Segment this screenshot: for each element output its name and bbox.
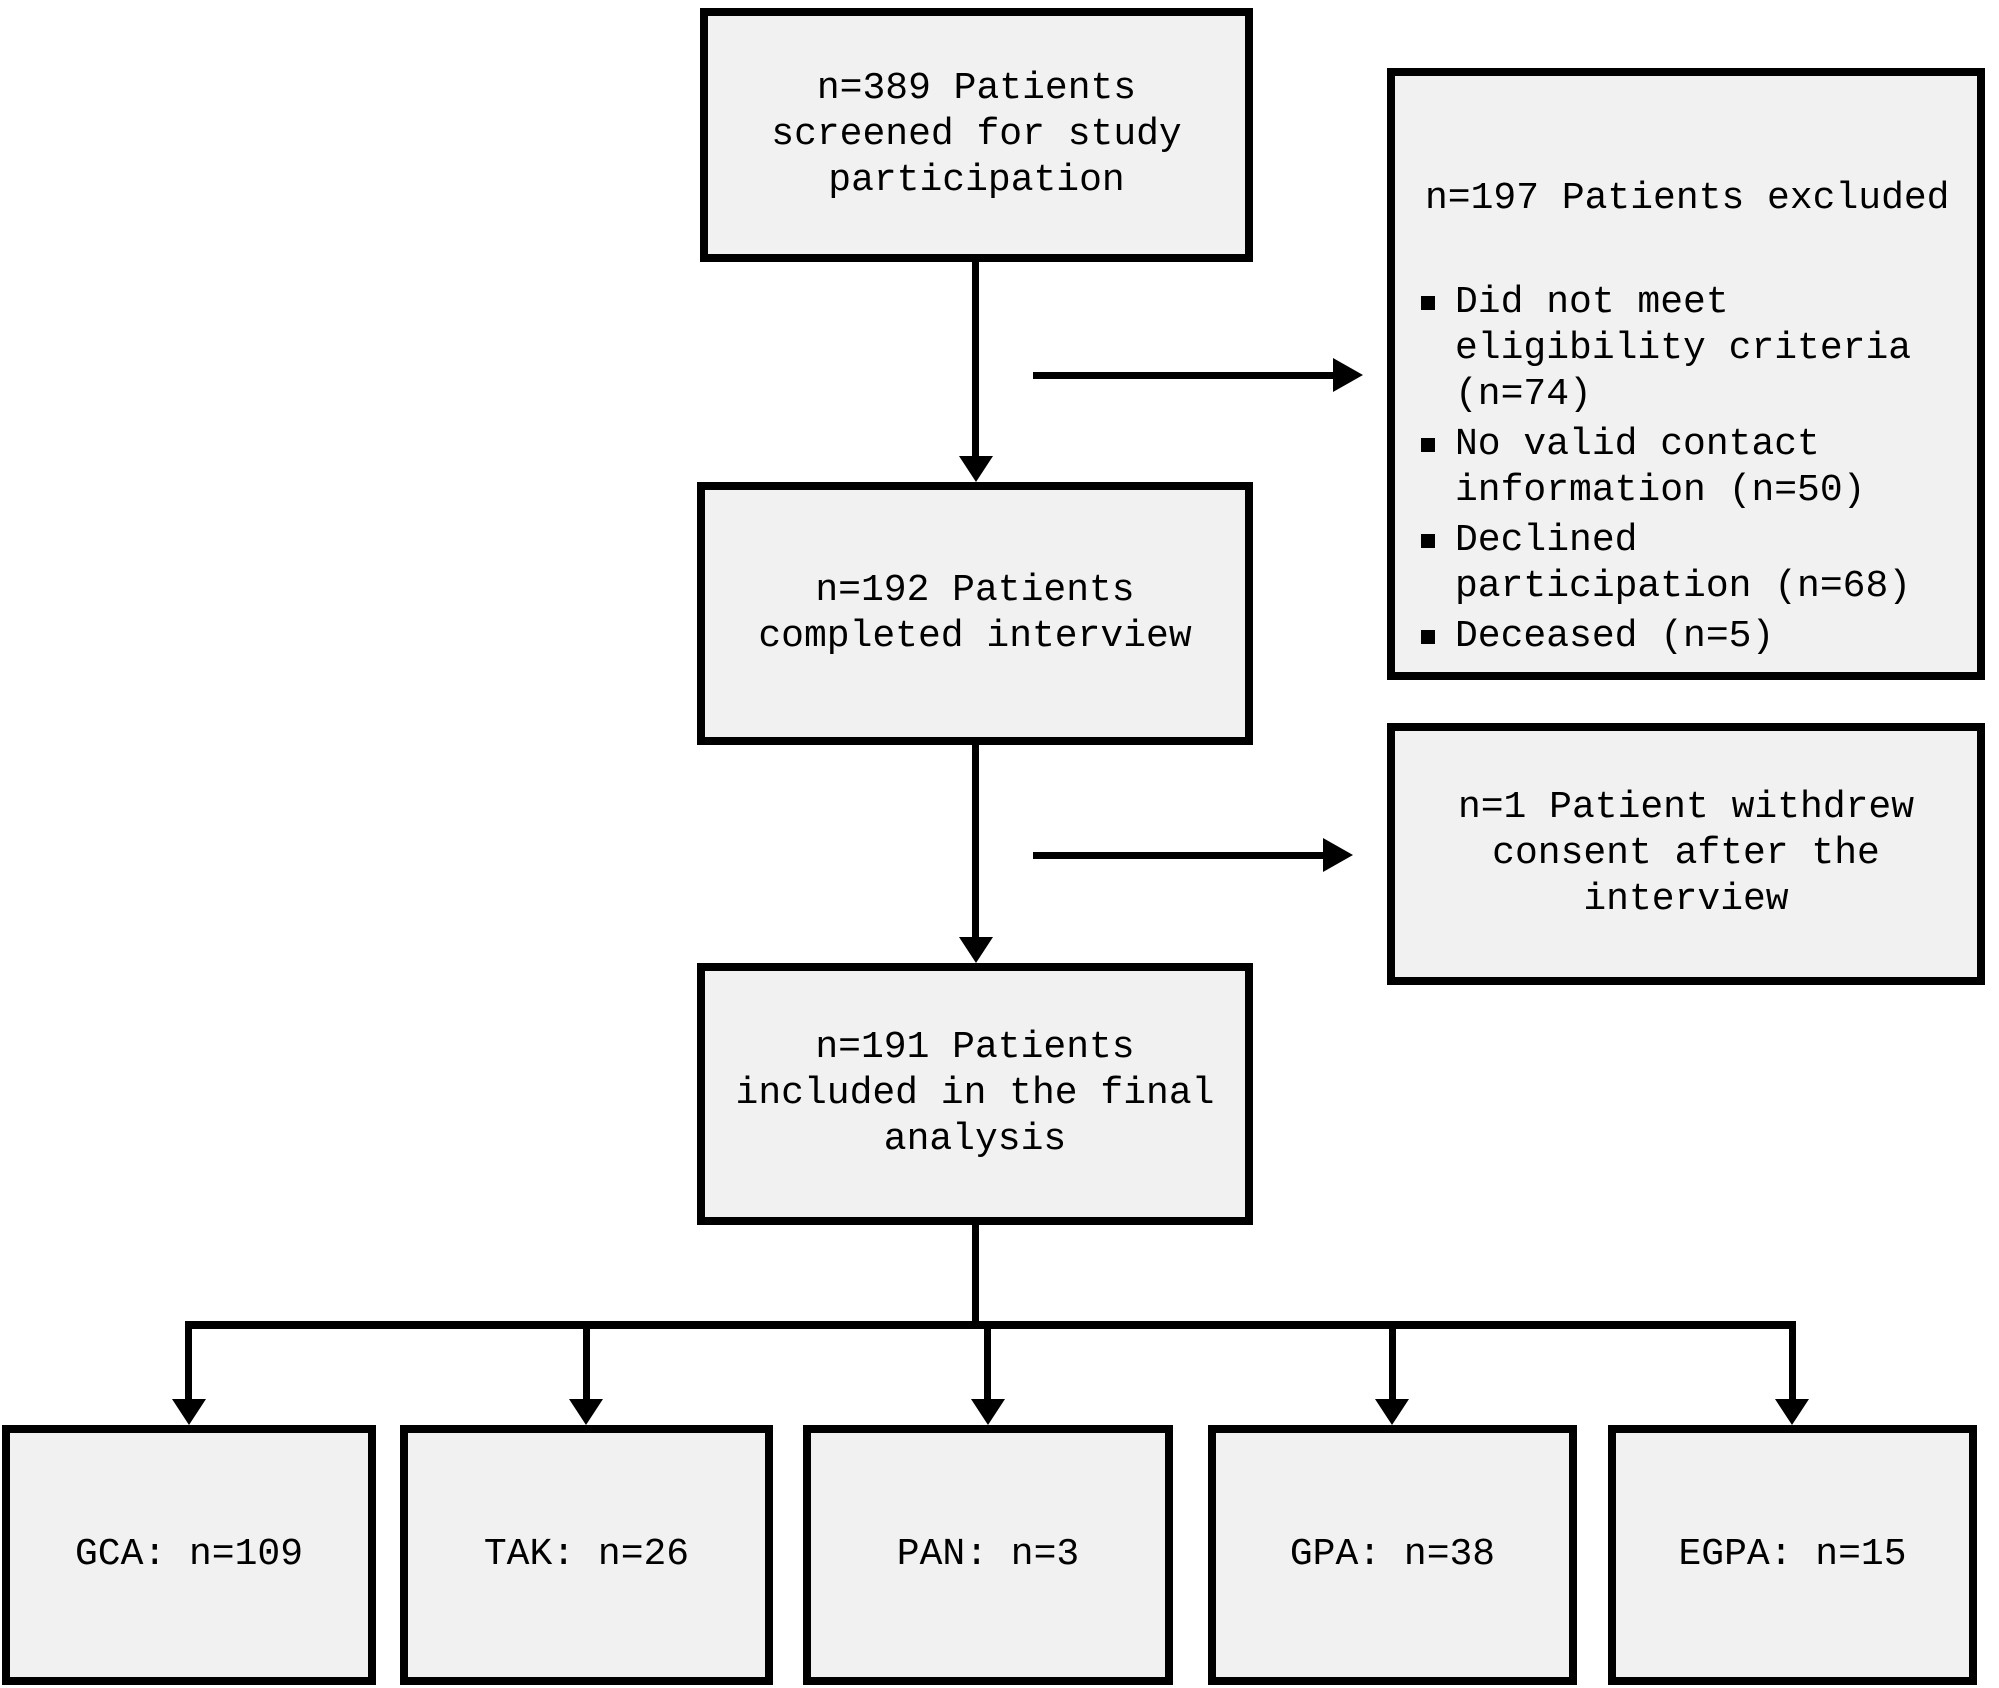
arrow-to-pan-line bbox=[984, 1325, 991, 1399]
arrow-to-egpa-head-icon bbox=[1775, 1399, 1809, 1425]
box-group-pan: PAN: n=3 bbox=[803, 1425, 1173, 1685]
box-group-gpa: GPA: n=38 bbox=[1208, 1425, 1577, 1685]
arrow-to-excluded-head-icon bbox=[1333, 358, 1363, 392]
box-final-analysis-text: n=191 Patients included in the final ana… bbox=[735, 1026, 1215, 1161]
box-group-tak: TAK: n=26 bbox=[400, 1425, 773, 1685]
excluded-reason-text: Deceased (n=5) bbox=[1455, 615, 1775, 658]
arrow-screened-to-interviewed-head-icon bbox=[959, 456, 993, 482]
arrow-to-tak-line bbox=[583, 1325, 590, 1399]
arrow-to-tak-head-icon bbox=[569, 1399, 603, 1425]
excluded-reason-text: Did not meet eligibility criteria (n=74) bbox=[1455, 281, 1912, 416]
box-group-egpa: EGPA: n=15 bbox=[1608, 1425, 1977, 1685]
arrow-to-gca-head-icon bbox=[172, 1399, 206, 1425]
box-group-gca-label: GCA: n=109 bbox=[74, 1533, 304, 1576]
arrow-to-gpa-head-icon bbox=[1375, 1399, 1409, 1425]
bullet-square-icon bbox=[1421, 534, 1435, 548]
bullet-square-icon bbox=[1421, 630, 1435, 644]
arrow-to-excluded-line bbox=[1033, 372, 1333, 379]
box-interviewed: n=192 Patients completed interview bbox=[697, 482, 1253, 745]
bullet-square-icon bbox=[1421, 296, 1435, 310]
box-excluded: n=197 Patients excluded Did not meet eli… bbox=[1387, 68, 1985, 680]
box-final-analysis: n=191 Patients included in the final ana… bbox=[697, 963, 1253, 1225]
box-group-pan-label: PAN: n=3 bbox=[896, 1533, 1080, 1576]
box-withdrew-text: n=1 Patient withdrew consent after the i… bbox=[1457, 786, 1915, 921]
arrow-to-pan-head-icon bbox=[971, 1399, 1005, 1425]
box-group-tak-label: TAK: n=26 bbox=[483, 1533, 690, 1576]
box-excluded-title: n=197 Patients excluded bbox=[1425, 177, 1950, 220]
arrow-interviewed-to-final-head-icon bbox=[959, 937, 993, 963]
arrow-to-gca-line bbox=[185, 1325, 192, 1399]
excluded-reason-item: Deceased (n=5) bbox=[1421, 614, 1951, 660]
arrow-screened-to-interviewed-line bbox=[972, 262, 979, 457]
excluded-reason-item: No valid contact information (n=50) bbox=[1421, 422, 1951, 514]
arrow-to-gpa-line bbox=[1389, 1325, 1396, 1399]
excluded-reason-text: Declined participation (n=68) bbox=[1455, 519, 1912, 608]
box-group-gpa-label: GPA: n=38 bbox=[1289, 1533, 1496, 1576]
arrow-to-egpa-line bbox=[1789, 1325, 1796, 1399]
arrow-to-withdrew-head-icon bbox=[1323, 838, 1353, 872]
arrow-to-withdrew-line bbox=[1033, 852, 1323, 859]
excluded-reasons-list: Did not meet eligibility criteria (n=74)… bbox=[1421, 280, 1951, 660]
box-withdrew: n=1 Patient withdrew consent after the i… bbox=[1387, 723, 1985, 985]
arrow-interviewed-to-final-line bbox=[972, 745, 979, 937]
excluded-reason-item: Did not meet eligibility criteria (n=74) bbox=[1421, 280, 1951, 418]
bullet-square-icon bbox=[1421, 438, 1435, 452]
branch-stem-line bbox=[972, 1225, 979, 1329]
box-group-egpa-label: EGPA: n=15 bbox=[1678, 1533, 1907, 1576]
excluded-reason-text: No valid contact information (n=50) bbox=[1455, 423, 1866, 512]
box-interviewed-text: n=192 Patients completed interview bbox=[758, 568, 1192, 658]
box-screened-text: n=389 Patients screened for study partic… bbox=[771, 67, 1182, 202]
excluded-reason-item: Declined participation (n=68) bbox=[1421, 518, 1951, 610]
box-screened: n=389 Patients screened for study partic… bbox=[700, 8, 1253, 262]
box-group-gca: GCA: n=109 bbox=[2, 1425, 376, 1685]
